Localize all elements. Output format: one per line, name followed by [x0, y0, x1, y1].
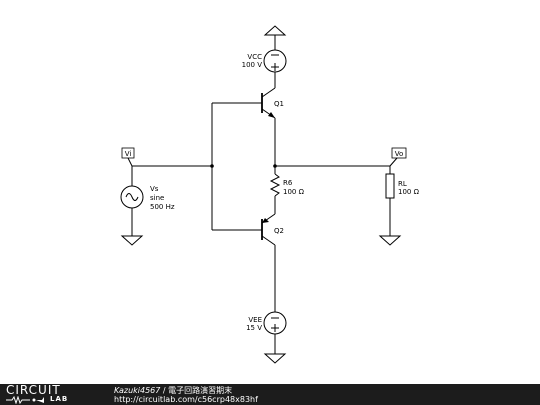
vs-type-label: sine	[150, 194, 164, 202]
vs-name-label: Vs	[150, 185, 159, 193]
project-url[interactable]: http://circuitlab.com/c56crp48x83hf	[114, 395, 258, 404]
q2-pnp-transistor[interactable]	[261, 213, 276, 246]
logo-lab-text: LAB	[50, 395, 69, 403]
input-junction	[210, 164, 214, 168]
vi-node-label: Vi	[125, 150, 132, 158]
vcc-supply-arrow	[263, 25, 287, 36]
vo-node-label: Vo	[395, 150, 404, 158]
logo-circuit-text: CIRCUIT	[6, 383, 61, 397]
r6-resistor[interactable]	[269, 173, 281, 197]
vs-ground-icon	[120, 235, 144, 246]
vee-ground-icon	[263, 353, 287, 364]
vee-value-label: 15 V	[246, 324, 262, 332]
vcc-source[interactable]	[263, 49, 287, 73]
logo-wave-icon	[6, 396, 44, 404]
r6-value-label: 100 Ω	[283, 188, 305, 196]
rl-value-label: 100 Ω	[398, 188, 420, 196]
vcc-value-label: 100 V	[242, 61, 263, 69]
vs-sine-source[interactable]	[120, 185, 144, 209]
rl-ground-icon	[378, 235, 402, 246]
vee-source[interactable]	[263, 311, 287, 335]
rl-name-label: RL	[398, 180, 407, 188]
vo-node-tag[interactable]	[391, 147, 407, 159]
author-line: Kazuki4567 / 電子回路演習期末	[114, 385, 232, 396]
circuit-schematic: VCC 100 V Q1 Vi Vs sine 500 Hz Vo RL 100…	[120, 25, 420, 364]
vcc-name-label: VCC	[247, 53, 262, 61]
vee-name-label: VEE	[248, 316, 262, 324]
q2-label: Q2	[274, 227, 284, 235]
q1-label: Q1	[274, 100, 284, 108]
vs-freq-label: 500 Hz	[150, 203, 175, 211]
footer-bar: CIRCUIT LAB Kazuki4567 / 電子回路演習期末 http:/…	[0, 384, 540, 405]
author-name[interactable]: Kazuki4567	[114, 386, 161, 395]
r6-name-label: R6	[283, 179, 293, 187]
author-separator: /	[160, 386, 169, 395]
rl-resistor[interactable]	[385, 173, 395, 199]
project-title[interactable]: 電子回路演習期末	[168, 386, 233, 395]
q1-npn-transistor[interactable]	[212, 87, 276, 119]
circuitlab-logo[interactable]: CIRCUIT LAB	[4, 384, 108, 405]
vi-node-tag[interactable]	[121, 147, 135, 159]
